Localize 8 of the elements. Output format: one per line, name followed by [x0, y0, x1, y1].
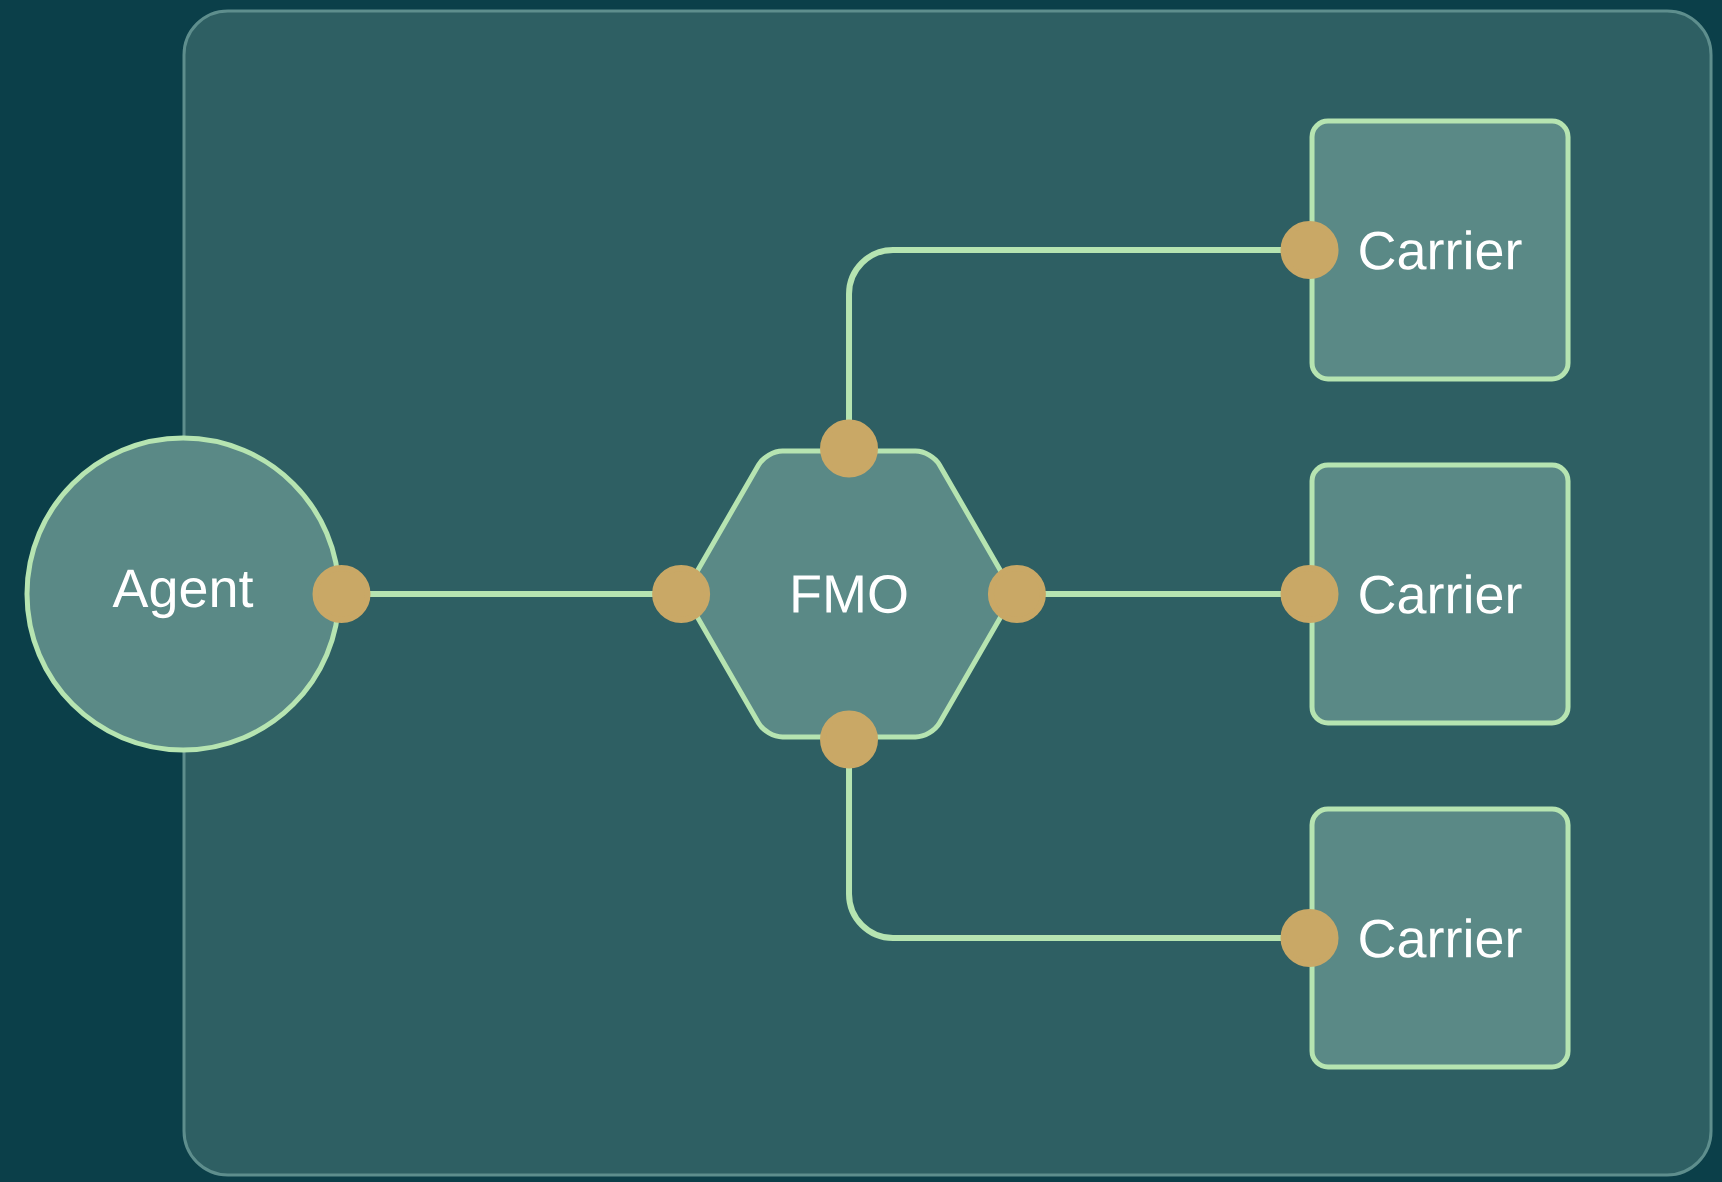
connector — [820, 710, 1339, 967]
carrier-box: Carrier — [1309, 462, 1571, 726]
carrier-box: Carrier — [1309, 118, 1571, 382]
connector — [820, 221, 1339, 478]
connector — [987, 565, 1339, 623]
hexagon-node: FMO — [686, 448, 1012, 740]
carrier-box: Carrier — [1309, 806, 1571, 1070]
connector — [312, 565, 711, 623]
